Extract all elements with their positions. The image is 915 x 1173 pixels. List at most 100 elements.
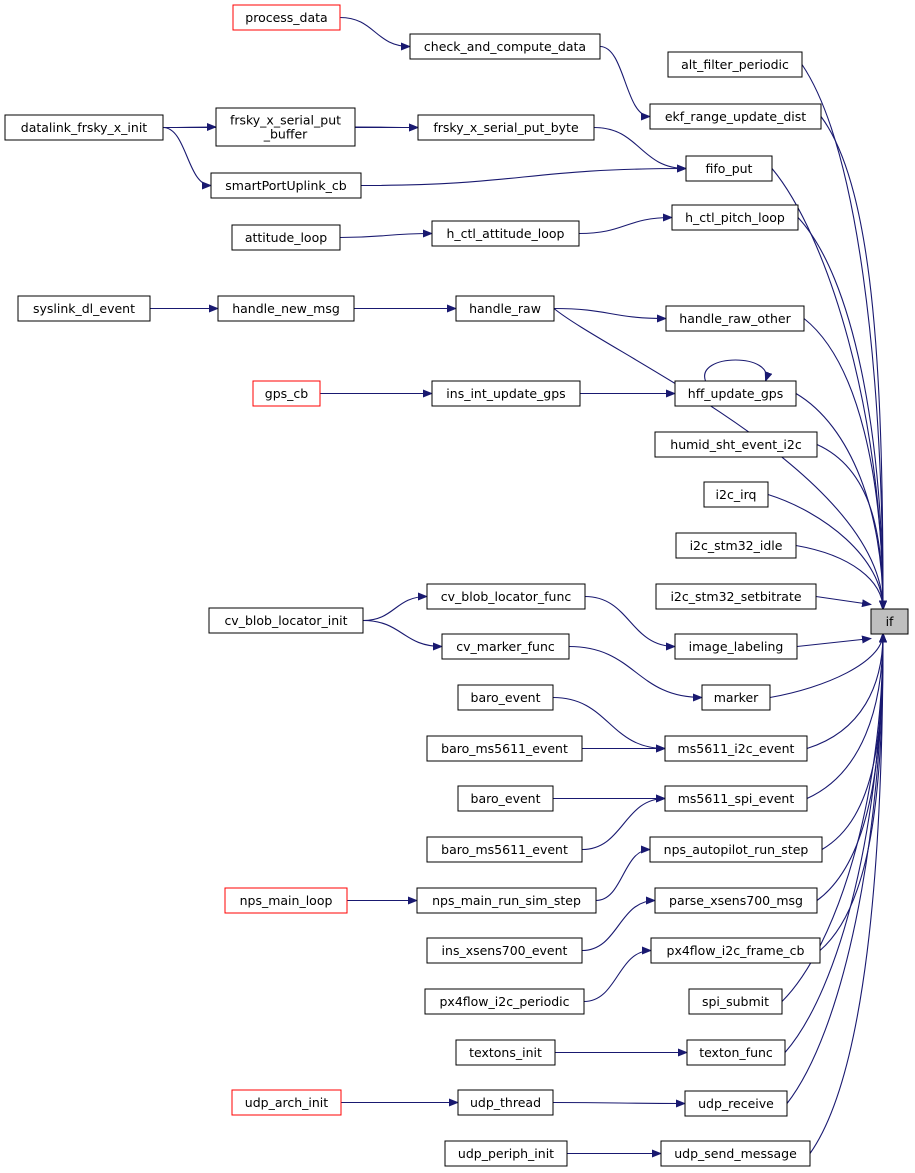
edge-baro-ms5611-event-2-to-ms5611-spi-event (581, 794, 666, 851)
node-label: baro_ms5611_event (441, 842, 568, 857)
node-label: ms5611_spi_event (678, 791, 795, 806)
node-box (224, 887, 348, 914)
edge-alt-filter-periodic-to-if (801, 64, 887, 611)
edge-layer (150, 16, 887, 1158)
edge-i2c-irq-to-if (767, 493, 887, 611)
node-cv-marker-func[interactable]: cv_marker_func (441, 633, 570, 660)
node-label: i2c_stm32_setbitrate (670, 589, 801, 604)
node-udp-thread[interactable]: udp_thread (457, 1089, 554, 1116)
edge-i2c-stm32-idle-to-if (795, 544, 887, 611)
node-h-ctl-pitch-loop[interactable]: h_ctl_pitch_loop (671, 204, 799, 231)
node-gps-cb[interactable]: gps_cb (252, 380, 321, 407)
node-nps-main-run-sim-step[interactable]: nps_main_run_sim_step (416, 887, 597, 914)
node-label: udp_periph_init (458, 1146, 554, 1161)
node-i2c-irq[interactable]: i2c_irq (703, 481, 769, 508)
node-udp-periph-init[interactable]: udp_periph_init (444, 1140, 568, 1167)
node-label: marker (714, 690, 759, 705)
node-label: fifo_put (706, 161, 753, 176)
node-ins-int-update-gps[interactable]: ins_int_update_gps (431, 380, 581, 407)
node-udp-send-message[interactable]: udp_send_message (660, 1140, 811, 1167)
node-frsky-x-serial-put-buffer[interactable]: frsky_x_serial_put_buffer (215, 107, 356, 147)
node-ms5611-i2c-event[interactable]: ms5611_i2c_event (664, 735, 808, 762)
edge-attitude-loop-to-h-ctl-attitude-loop (339, 229, 433, 239)
node-udp-receive[interactable]: udp_receive (684, 1090, 788, 1117)
node-label: udp_send_message (674, 1146, 797, 1161)
node-box (444, 1140, 568, 1167)
node-if[interactable]: if (870, 608, 909, 635)
node-ekf-range-update-dist[interactable]: ekf_range_update_dist (649, 103, 822, 130)
node-alt-filter-periodic[interactable]: alt_filter_periodic (667, 51, 803, 78)
node-box (426, 735, 583, 762)
node-label: check_and_compute_data (424, 39, 586, 54)
node-handle-new-msg[interactable]: handle_new_msg (217, 295, 355, 322)
node-smartportuplink-cb[interactable]: smartPortUplink_cb (210, 172, 362, 199)
edge-handle-raw-to-handle-raw-other (553, 307, 667, 323)
node-cv-blob-locator-init[interactable]: cv_blob_locator_init (208, 607, 364, 634)
node-cv-blob-locator-func[interactable]: cv_blob_locator_func (426, 583, 586, 610)
node-ins-xsens700-event[interactable]: ins_xsens700_event (426, 937, 583, 964)
node-handle-raw[interactable]: handle_raw (455, 295, 555, 322)
node-parse-xsens700-msg[interactable]: parse_xsens700_msg (654, 887, 818, 914)
node-label: h_ctl_pitch_loop (685, 210, 785, 225)
node-marker[interactable]: marker (701, 684, 771, 711)
node-box (457, 785, 554, 812)
edge-udp-send-message-to-if (809, 632, 887, 1154)
edge-image-labeling-to-if (796, 635, 872, 648)
edge-px4flow-i2c-periodic-to-px4flow-i2c-frame-cb (583, 946, 652, 1003)
node-textons-init[interactable]: textons_init (455, 1039, 556, 1066)
node-h-ctl-attitude-loop[interactable]: h_ctl_attitude_loop (431, 220, 580, 247)
node-nps-autopilot-run-step[interactable]: nps_autopilot_run_step (649, 836, 823, 863)
edge-cv-blob-locator-func-to-image-labeling (584, 595, 676, 651)
node-box (664, 735, 808, 762)
node-fifo-put[interactable]: fifo_put (685, 155, 773, 182)
node-box (455, 1039, 556, 1066)
node-label: ms5611_i2c_event (678, 741, 795, 756)
node-label: i2c_irq (716, 487, 757, 502)
node-handle-raw-other[interactable]: handle_raw_other (665, 305, 805, 332)
node-px4flow-i2c-periodic[interactable]: px4flow_i2c_periodic (424, 988, 585, 1015)
node-hff-update-gps[interactable]: hff_update_gps (674, 380, 797, 407)
node-label: h_ctl_attitude_loop (446, 226, 564, 241)
node-ms5611-spi-event[interactable]: ms5611_spi_event (664, 785, 808, 812)
node-frsky-x-serial-put-byte[interactable]: frsky_x_serial_put_byte (417, 114, 595, 141)
node-i2c-stm32-idle[interactable]: i2c_stm32_idle (675, 532, 797, 559)
node-image-labeling[interactable]: image_labeling (674, 633, 798, 660)
edge-i2c-stm32-setbitrate-to-if (815, 595, 872, 608)
edge-texton-func-to-if (784, 632, 887, 1053)
edge-ekf-range-update-dist-to-if (820, 116, 887, 611)
node-label: parse_xsens700_msg (669, 893, 803, 908)
node-baro-ms5611-event-1[interactable]: baro_ms5611_event (426, 735, 583, 762)
node-baro-event-1[interactable]: baro_event (457, 684, 554, 711)
node-attitude-loop[interactable]: attitude_loop (231, 224, 341, 251)
node-datalink-frsky-x-init[interactable]: datalink_frsky_x_init (4, 114, 164, 141)
node-box (215, 107, 356, 147)
node-humid-sht-event-i2c[interactable]: humid_sht_event_i2c (654, 431, 818, 458)
node-box (649, 836, 823, 863)
node-texton-func[interactable]: texton_func (686, 1039, 786, 1066)
node-px4flow-i2c-frame-cb[interactable]: px4flow_i2c_frame_cb (650, 937, 821, 964)
node-label: baro_ms5611_event (441, 741, 568, 756)
node-baro-ms5611-event-2[interactable]: baro_ms5611_event (426, 836, 583, 863)
node-nps-main-loop[interactable]: nps_main_loop (224, 887, 348, 914)
node-process-data[interactable]: process_data (232, 4, 341, 31)
edge-baro-event-1-to-ms5611-i2c-event (552, 696, 666, 753)
node-box (665, 305, 805, 332)
node-label: udp_arch_init (245, 1095, 328, 1110)
node-i2c-stm32-setbitrate[interactable]: i2c_stm32_setbitrate (655, 583, 817, 610)
node-label: ins_xsens700_event (442, 943, 568, 958)
node-label: nps_main_loop (240, 893, 333, 908)
node-box (4, 114, 164, 141)
node-box (441, 633, 570, 660)
node-label: udp_thread (470, 1095, 541, 1110)
edge-process-data-to-check-and-compute-data (339, 16, 411, 51)
edge-handle-raw-to-if (553, 308, 887, 611)
node-udp-arch-init[interactable]: udp_arch_init (231, 1089, 342, 1116)
node-syslink-dl-event[interactable]: syslink_dl_event (17, 295, 151, 322)
node-check-and-compute-data[interactable]: check_and_compute_data (409, 33, 601, 60)
node-box (424, 988, 585, 1015)
node-label: cv_blob_locator_func (441, 589, 572, 604)
node-baro-event-2[interactable]: baro_event (457, 785, 554, 812)
node-spi-submit[interactable]: spi_submit (688, 988, 783, 1015)
node-box (431, 380, 581, 407)
node-label: ekf_range_update_dist (665, 109, 806, 124)
